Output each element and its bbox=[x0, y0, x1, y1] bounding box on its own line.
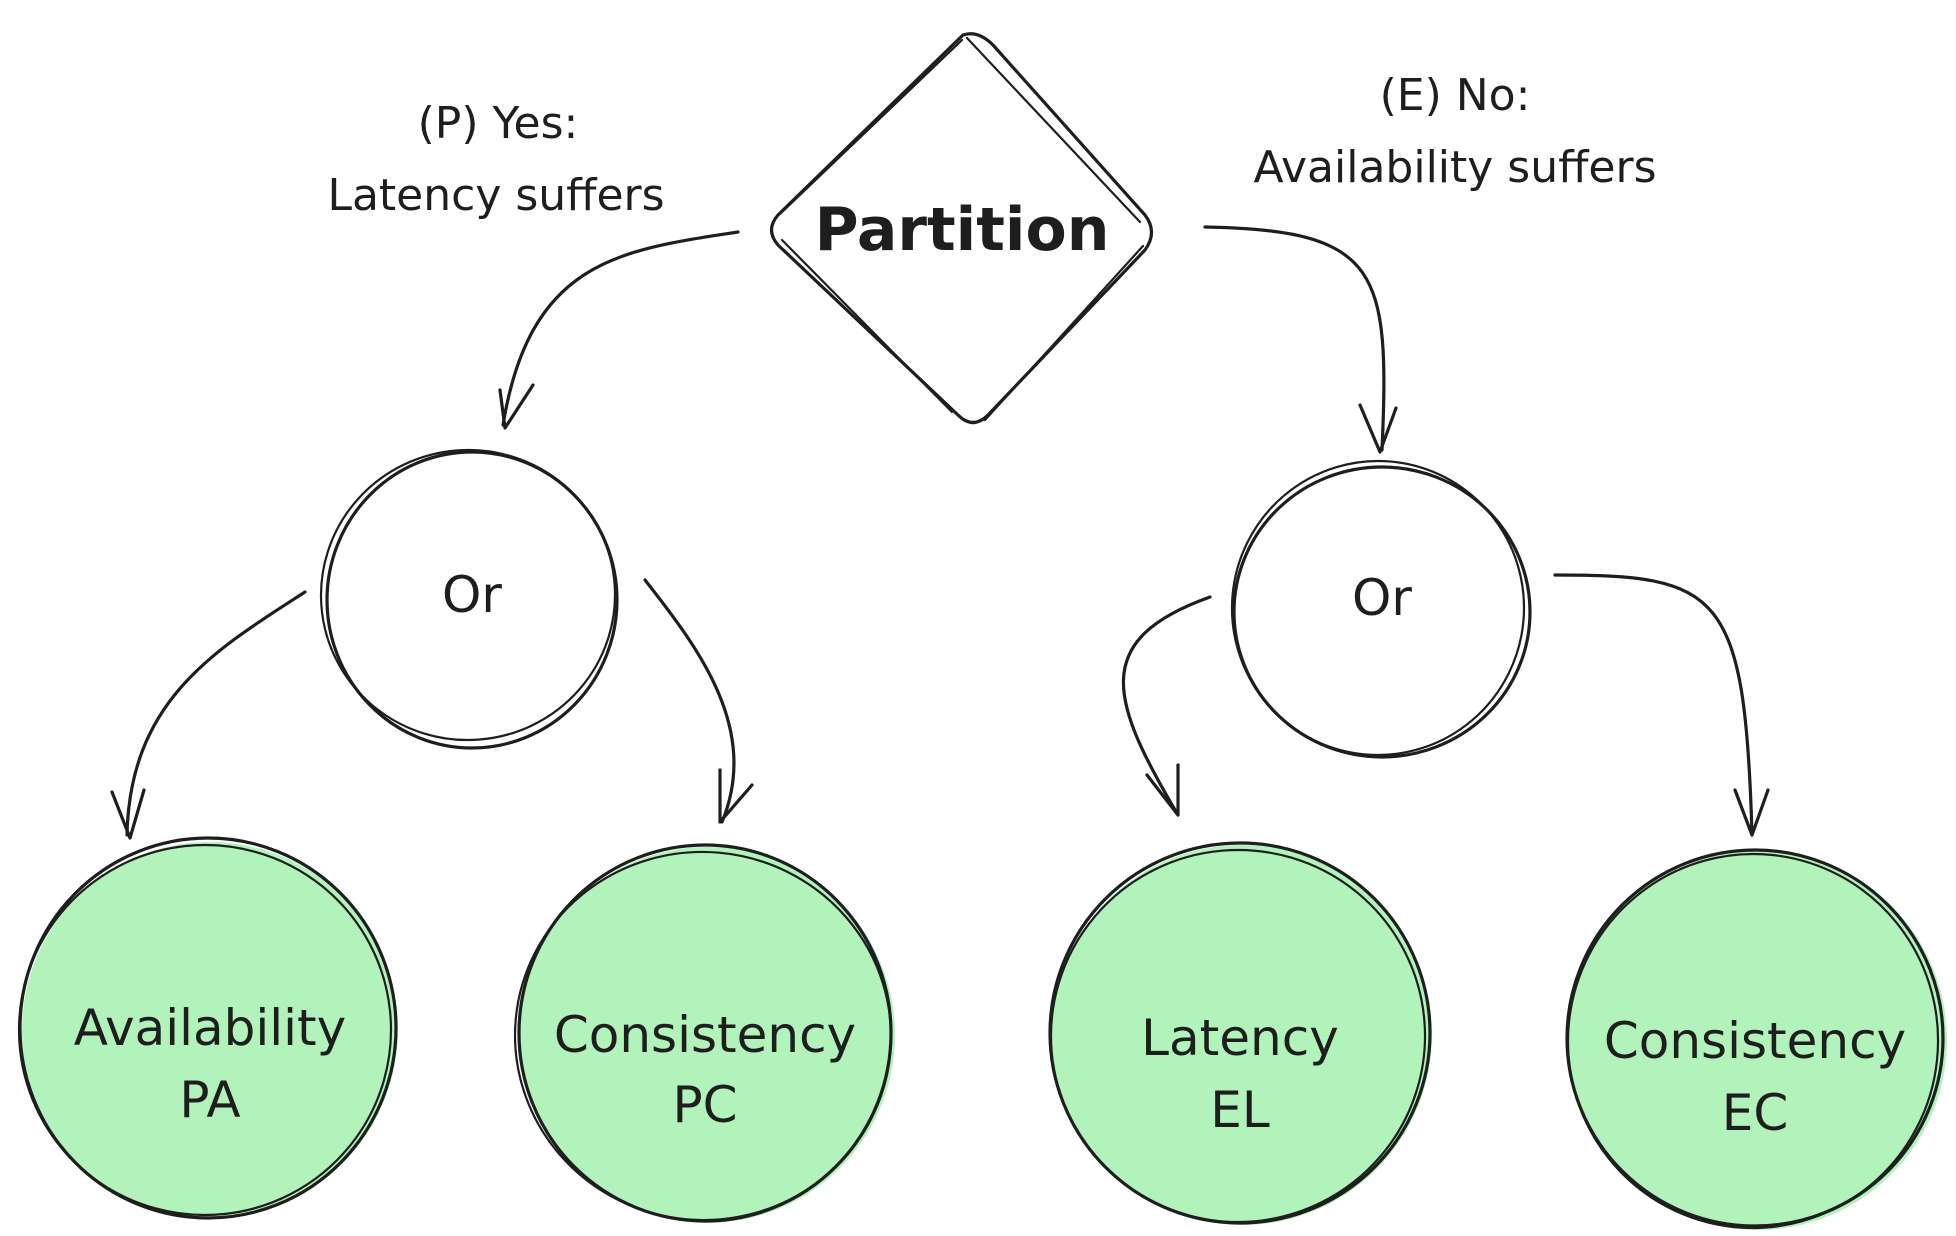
leaf-pc-outline-sketch bbox=[513, 850, 893, 1222]
right-or-node[interactable]: Or bbox=[1220, 449, 1537, 767]
arrow-left-or-to-pa bbox=[110, 590, 307, 840]
left-or-circle-sketch bbox=[319, 448, 617, 742]
leaf-pa-label-line2: PA bbox=[179, 1071, 240, 1129]
right-or-circle-sketch bbox=[1230, 459, 1526, 757]
leaf-node-ec[interactable]: Consistency EC bbox=[1549, 836, 1956, 1236]
arrow-left-or-to-pc bbox=[643, 578, 754, 824]
arrow-partition-to-left-or bbox=[498, 230, 740, 430]
arrow-partition-to-right-or bbox=[1203, 225, 1398, 454]
leaf-ec-label-line2: EC bbox=[1722, 1084, 1789, 1142]
leaf-pc-fill bbox=[519, 847, 895, 1223]
leaf-node-pc[interactable]: Consistency PC bbox=[500, 836, 907, 1235]
edge-label-yes-line1: (P) Yes: bbox=[418, 98, 579, 149]
left-or-node[interactable]: Or bbox=[311, 440, 625, 750]
leaf-ec-fill bbox=[1567, 850, 1947, 1230]
arrow-right-or-to-ec bbox=[1553, 573, 1770, 837]
arrow-right-or-to-el bbox=[1121, 595, 1212, 817]
leaf-node-pa[interactable]: Availability PA bbox=[1, 827, 410, 1234]
leaf-pc-label-line2: PC bbox=[672, 1076, 737, 1134]
partition-diamond-shape bbox=[769, 32, 1154, 425]
edge-label-yes-line2: Latency suffers bbox=[327, 170, 664, 221]
right-or-circle bbox=[1232, 465, 1532, 759]
leaf-ec-label-line1: Consistency bbox=[1604, 1012, 1906, 1070]
partition-label: Partition bbox=[815, 195, 1110, 265]
leaf-el-label-line1: Latency bbox=[1141, 1009, 1339, 1067]
leaf-pa-label-line1: Availability bbox=[74, 999, 347, 1057]
leaf-el-outline-sketch bbox=[1049, 848, 1427, 1224]
right-or-label: Or bbox=[1352, 569, 1412, 627]
left-or-circle bbox=[325, 450, 619, 750]
edge-label-no-line2: Availability suffers bbox=[1253, 142, 1656, 193]
edge-label-no-line1: (E) No: bbox=[1380, 70, 1531, 121]
leaf-el-label-line2: EL bbox=[1210, 1081, 1270, 1139]
leaf-pa-fill bbox=[22, 842, 398, 1218]
leaf-pc-label-line1: Consistency bbox=[554, 1006, 856, 1064]
leaf-el-fill bbox=[1052, 845, 1432, 1225]
leaf-ec-outline-sketch bbox=[1566, 852, 1940, 1230]
partition-decision-node[interactable]: Partition bbox=[769, 32, 1154, 425]
left-or-label: Or bbox=[442, 566, 502, 624]
partition-diamond-sketch bbox=[778, 36, 1145, 422]
leaf-pa-outline-sketch bbox=[17, 843, 393, 1217]
leaf-node-el[interactable]: Latency EL bbox=[1036, 834, 1441, 1236]
